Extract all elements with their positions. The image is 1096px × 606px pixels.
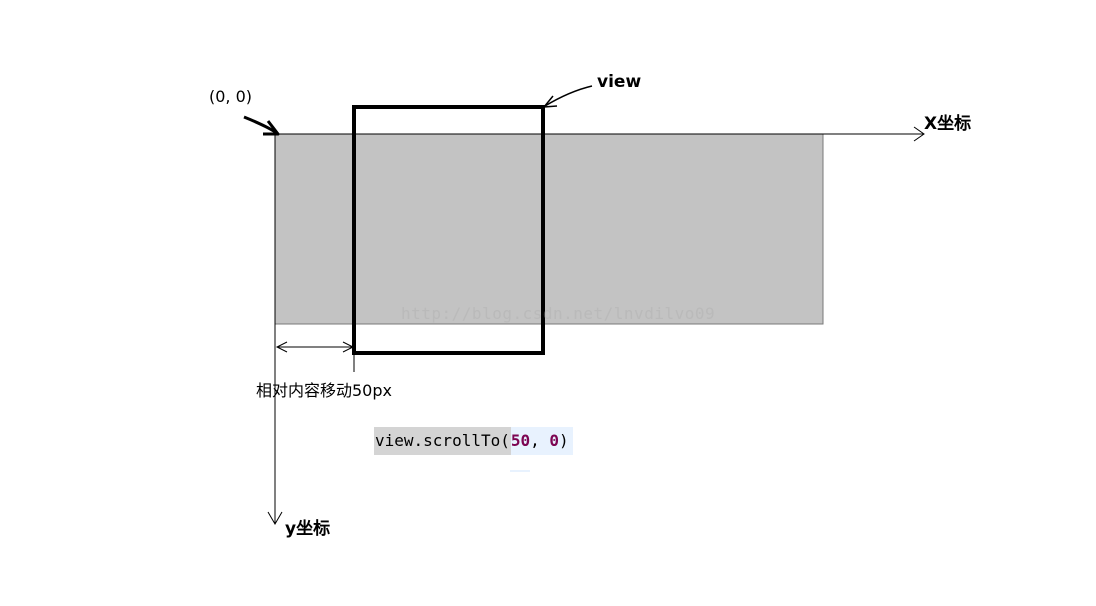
code-arg-x: 50 <box>510 431 531 450</box>
view-frame <box>352 105 545 355</box>
code-close-paren: ) <box>559 431 569 450</box>
code-snippet: view.scrollTo(50, 0) <box>374 427 573 455</box>
origin-pointer-arrowhead <box>263 120 280 136</box>
offset-arrow-left <box>275 341 288 353</box>
origin-label: (0, 0) <box>209 87 253 106</box>
view-label: view <box>597 72 642 92</box>
content-area <box>274 133 824 325</box>
code-highlight-mark <box>510 470 530 472</box>
y-axis-label: y坐标 <box>285 519 331 539</box>
code-arg-y: 0 <box>549 431 560 450</box>
offset-arrow-right <box>342 341 355 353</box>
view-pointer-arrow <box>544 85 593 107</box>
watermark-text: http://blog.csdn.net/lnvdilvo09 <box>401 304 716 323</box>
x-axis-label: X坐标 <box>924 114 972 134</box>
code-separator: , <box>530 431 550 450</box>
offset-note: 相对内容移动50px <box>256 381 392 400</box>
y-axis-arrowhead <box>267 511 283 525</box>
view-pointer-arrowhead <box>542 95 558 108</box>
x-axis-arrowhead <box>913 126 925 142</box>
code-call: view.scrollTo( <box>374 427 511 455</box>
code-args: 50, 0) <box>510 427 573 455</box>
